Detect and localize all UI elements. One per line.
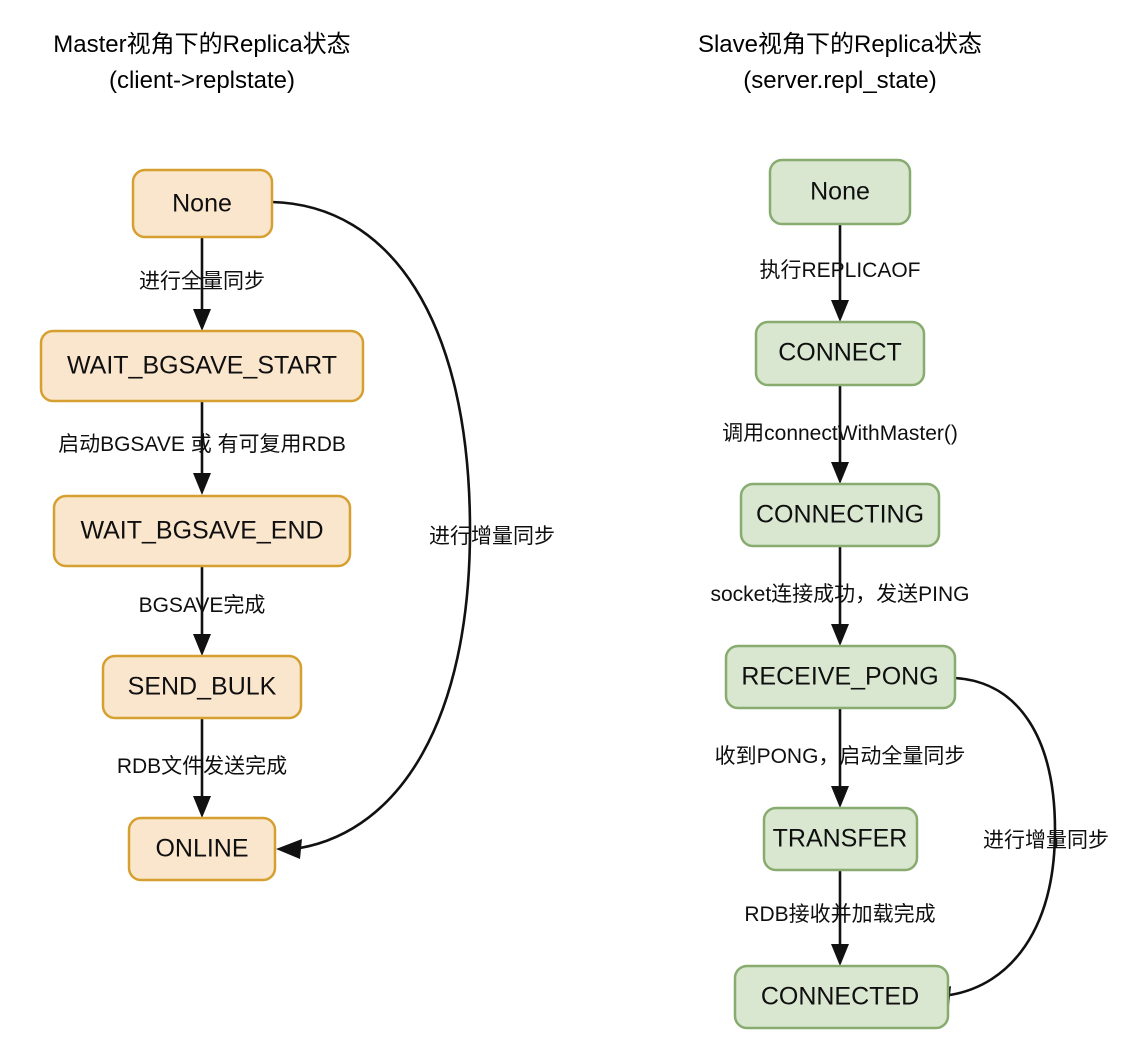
- slave-transfer-box[interactable]: [762, 806, 919, 872]
- slave-none[interactable]: None: [768, 158, 912, 226]
- slave-edge-3: socket连接成功，发送PING: [710, 546, 970, 646]
- master-none[interactable]: None: [131, 168, 274, 239]
- slave-transfer[interactable]: TRANSFER: [762, 806, 919, 872]
- master-edge-2: 启动BGSAVE 或 有可复用RDB: [58, 400, 346, 495]
- master-edge-5: 进行增量同步: [271, 200, 555, 859]
- master-wait-bgsave-start-label: WAIT_BGSAVE_START: [67, 352, 337, 380]
- master-edge-1: 进行全量同步: [139, 237, 265, 331]
- slave-receive-pong[interactable]: RECEIVE_PONG: [724, 644, 957, 710]
- slave-edge-1-label: 执行REPLICAOF: [759, 259, 920, 282]
- master-wait-bgsave-start-box[interactable]: [39, 329, 365, 403]
- master-online[interactable]: ONLINE: [127, 816, 277, 882]
- master-online-label: ONLINE: [155, 835, 248, 863]
- master-wait-bgsave-end-box[interactable]: [52, 494, 352, 568]
- master-edge-3-label: BGSAVE完成: [139, 594, 266, 617]
- slave-receive-pong-label: RECEIVE_PONG: [741, 663, 938, 691]
- slave-edge-6-curve: [949, 676, 1057, 997]
- master-send-bulk[interactable]: SEND_BULK: [101, 654, 303, 720]
- slave-connect-box[interactable]: [754, 320, 926, 387]
- slave-connect-label: CONNECT: [778, 339, 902, 367]
- slave-transfer-label: TRANSFER: [773, 825, 908, 853]
- master-edge-2-arrowhead: [193, 473, 211, 495]
- slave-connecting[interactable]: CONNECTING: [739, 482, 941, 548]
- slave-none-label: None: [810, 178, 870, 206]
- slave-edge-1: 执行REPLICAOF: [759, 224, 921, 322]
- slave-connected-box[interactable]: [733, 964, 950, 1030]
- master-send-bulk-box[interactable]: [101, 654, 303, 720]
- master-edge-1-label: 进行全量同步: [139, 270, 265, 293]
- master-edge-5-label: 进行增量同步: [429, 525, 555, 548]
- master-wait-bgsave-start[interactable]: WAIT_BGSAVE_START: [39, 329, 365, 403]
- slave-connected[interactable]: CONNECTED: [733, 964, 950, 1030]
- master-edge-4-arrowhead: [193, 796, 211, 818]
- slave-edge-4: 收到PONG，启动全量同步: [715, 708, 966, 808]
- master-edge-4-label: RDB文件发送完成: [117, 755, 287, 778]
- master-edge-2-label: 启动BGSAVE 或 有可复用RDB: [58, 433, 346, 456]
- master-none-label: None: [172, 190, 232, 218]
- slave-connected-label: CONNECTED: [761, 983, 919, 1011]
- master-edge-3-arrowhead: [193, 634, 211, 656]
- master-edge-5-arrowhead: [276, 839, 302, 859]
- slave-edge-4-arrowhead: [831, 786, 849, 808]
- right-column-title-line1: Slave视角下的Replica状态: [698, 31, 982, 58]
- slave-edge-3-label: socket连接成功，发送PING: [710, 583, 969, 606]
- slave-edge-6: 进行增量同步: [925, 676, 1109, 1006]
- slave-edge-4-label: 收到PONG，启动全量同步: [715, 745, 966, 768]
- master-online-box[interactable]: [127, 816, 277, 882]
- master-edge-1-arrowhead: [193, 309, 211, 331]
- slave-connecting-box[interactable]: [739, 482, 941, 548]
- master-send-bulk-label: SEND_BULK: [128, 673, 277, 701]
- slave-edge-5: RDB接收并加载完成: [744, 870, 936, 966]
- master-wait-bgsave-end-label: WAIT_BGSAVE_END: [80, 517, 323, 545]
- slave-edge-2-label: 调用connectWithMaster(): [722, 422, 958, 445]
- right-column-title-line2: (server.repl_state): [743, 67, 936, 94]
- slave-edge-2-arrowhead: [831, 462, 849, 484]
- master-wait-bgsave-end[interactable]: WAIT_BGSAVE_END: [52, 494, 352, 568]
- left-column-title-line1: Master视角下的Replica状态: [53, 31, 350, 58]
- left-column-title-line2: (client->replstate): [109, 67, 295, 94]
- slave-edge-6-label: 进行增量同步: [983, 829, 1109, 852]
- master-edge-5-curve: [271, 200, 472, 850]
- slave-edge-5-label: RDB接收并加载完成: [744, 903, 935, 926]
- slave-edge-5-arrowhead: [831, 944, 849, 966]
- slave-connect[interactable]: CONNECT: [754, 320, 926, 387]
- slave-none-box[interactable]: [768, 158, 912, 226]
- master-edge-4: RDB文件发送完成: [117, 718, 287, 818]
- slave-connecting-label: CONNECTING: [756, 501, 924, 529]
- slave-receive-pong-box[interactable]: [724, 644, 957, 710]
- slave-edge-3-arrowhead: [831, 624, 849, 646]
- master-edge-3: BGSAVE完成: [139, 566, 266, 656]
- slave-edge-2: 调用connectWithMaster(): [722, 385, 958, 484]
- master-none-box[interactable]: [131, 168, 274, 239]
- slave-edge-1-arrowhead: [831, 300, 849, 322]
